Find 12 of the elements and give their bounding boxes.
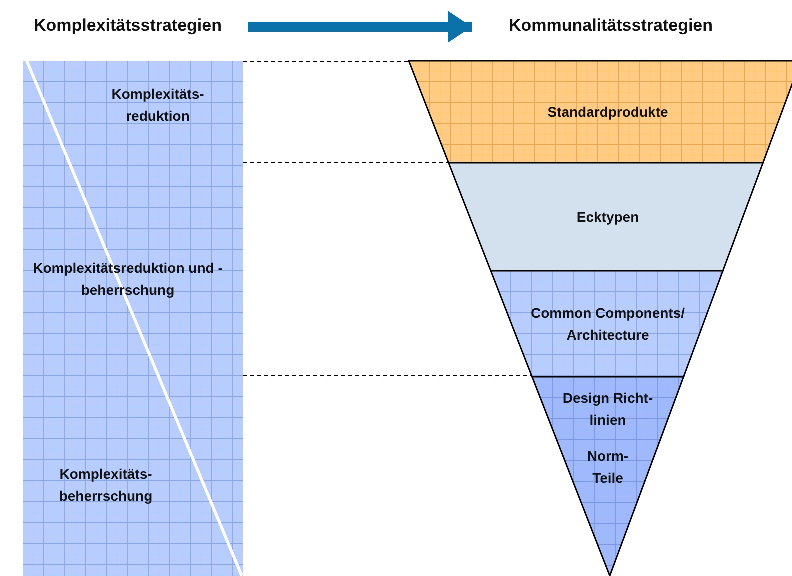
heading: Komplexitätsstrategien xyxy=(8,13,248,39)
arrow xyxy=(248,11,472,43)
layer-label: Design Richt- linien xyxy=(562,389,654,430)
layer-label: Ecktypen xyxy=(576,208,640,227)
layer-label: Standardprodukte xyxy=(548,103,668,122)
layer-label: Norm- Teile xyxy=(586,447,630,488)
heading: Kommunalitätsstrategien xyxy=(480,13,742,39)
layer-label: Common Components/ Architecture xyxy=(530,304,686,345)
strategy-label: Komplexitätsreduktion und -beherrschung xyxy=(33,259,223,300)
strategy-label: Komplexitäts- reduktion xyxy=(110,85,206,126)
guide-line xyxy=(242,162,450,164)
strategy-label: Komplexitäts- beherrschung xyxy=(58,465,154,506)
